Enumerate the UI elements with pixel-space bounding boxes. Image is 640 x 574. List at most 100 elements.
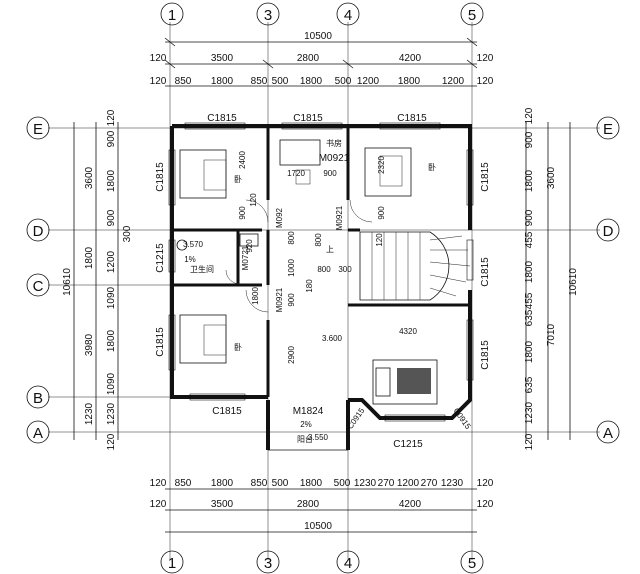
left-total-dim: 10610 [62, 268, 73, 296]
room-name-bathroom: 卫生间 [190, 264, 214, 274]
top-dim-4: 4200 [399, 53, 422, 64]
svg-text:A: A [33, 425, 43, 442]
window-label-2: C1815 [293, 113, 323, 124]
left-dim-1: 120 [106, 109, 117, 126]
top-sub-dim-11: 120 [477, 76, 494, 87]
svg-text:A: A [603, 425, 613, 442]
level-mark-balcony: 3.550 [308, 433, 329, 442]
room-dim-5: 900 [238, 206, 247, 220]
axis-bubble-right-D: D [596, 218, 620, 242]
left-dim-9: 1090 [106, 372, 117, 395]
top-sub-dim-1: 120 [150, 76, 167, 87]
study-desk-icon [279, 139, 321, 185]
axis-bubble-left-E: E [26, 116, 50, 140]
room-dim-4: 2320 [377, 156, 386, 174]
bottom-sub-dim-6: 1800 [300, 478, 323, 489]
bed-3-icon [179, 314, 227, 364]
top-dimension-lines [164, 37, 478, 87]
svg-text:D: D [33, 223, 44, 240]
top-sub-dim-7: 500 [335, 76, 352, 87]
bed-1-icon [179, 149, 227, 199]
door-swings [225, 199, 373, 313]
top-sub-dim-5: 500 [272, 76, 289, 87]
axis-bubble-right-A: A [596, 420, 620, 444]
window-label-4: C1815 [155, 162, 166, 192]
bottom-sub-dim-2: 850 [175, 478, 192, 489]
svg-text:E: E [603, 121, 613, 138]
svg-text:3: 3 [264, 555, 272, 572]
right-dim-7: 455 [524, 292, 535, 309]
bottom-sub-dim-3: 1800 [211, 478, 234, 489]
toilet-icon [176, 233, 259, 251]
level-mark-living: 3.600 [322, 334, 343, 343]
window-label-11: C1215 [393, 439, 423, 450]
left-dim-3: 1800 [106, 169, 117, 192]
room-dim-6: 900 [377, 206, 386, 220]
room-dim-15: 900 [287, 293, 296, 307]
left-dim-12: 120 [106, 433, 117, 450]
svg-text:1: 1 [168, 7, 176, 24]
bottom-sub-dim-9: 270 [378, 478, 395, 489]
window-label-1: C1815 [207, 113, 237, 124]
left-dim-11: 1230 [106, 402, 117, 425]
axis-bubble-left-C: C [26, 273, 50, 297]
svg-text:4: 4 [344, 7, 352, 24]
left-dim-extra: 300 [122, 225, 133, 242]
bottom-total-dim: 10500 [304, 521, 332, 532]
top-sub-dim-4: 850 [251, 76, 268, 87]
svg-text:D: D [603, 223, 614, 240]
top-total-dim: 10500 [304, 31, 332, 42]
room-dim-8: 800 [287, 231, 296, 245]
top-dim-1: 120 [150, 53, 167, 64]
left-dim-8: 1800 [106, 329, 117, 352]
interior-walls [172, 126, 470, 397]
left-dim-2: 900 [106, 130, 117, 147]
room-dim-18: 1800 [251, 287, 260, 305]
axis-bubble-left-B: B [26, 385, 50, 409]
axis-bubble-top-4: 4 [336, 2, 360, 26]
bottom-dim-1: 120 [150, 499, 167, 510]
bottom-sub-dim-11: 270 [421, 478, 438, 489]
room-name-bedroom-2: 卧 [428, 163, 436, 172]
axis-bubble-bottom-1: 1 [160, 550, 184, 574]
room-dim-14: 800 [314, 233, 323, 247]
right-dim-11: 1230 [524, 401, 535, 424]
left-dim-6: 1200 [106, 250, 117, 273]
left-outer-dim-2: 3980 [84, 333, 95, 356]
door-label-4: M0721 [241, 245, 250, 270]
door-label-5: M0921 [275, 287, 284, 312]
top-dim-3: 2800 [297, 53, 320, 64]
room-name-study: 书房 [326, 138, 342, 148]
left-dimension-lines [73, 122, 119, 440]
axis-bubble-bottom-4: 4 [336, 550, 360, 574]
axis-grid [48, 22, 600, 560]
door-label-study: M0921 [319, 153, 350, 164]
slope-mark: 2% [300, 420, 312, 429]
left-dim-5: 1800 [84, 246, 95, 269]
axis-bubble-top-1: 1 [160, 2, 184, 26]
axis-bubble-bottom-5: 5 [460, 550, 484, 574]
stair-up-mark: 上 [326, 245, 334, 254]
room-dim-2: 1720 [287, 169, 305, 178]
bed-2-icon [364, 147, 412, 197]
right-dim-12: 120 [524, 433, 535, 450]
exterior-walls [170, 124, 472, 451]
room-dim-3: 900 [323, 169, 337, 178]
top-sub-dim-6: 1800 [300, 76, 323, 87]
right-dim-3: 1800 [524, 169, 535, 192]
right-dim-9: 1800 [524, 340, 535, 363]
svg-text:4: 4 [344, 555, 352, 572]
room-name-bedroom-3: 卧 [234, 343, 242, 352]
bottom-sub-dim-5: 500 [272, 478, 289, 489]
right-total-dim: 10610 [568, 268, 579, 296]
bottom-sub-dim-12: 1230 [441, 478, 464, 489]
bathroom-slope-mark: 1% [184, 255, 196, 264]
bottom-dim-3: 2800 [297, 499, 320, 510]
bottom-sub-dim-1: 120 [150, 478, 167, 489]
room-dim-16: 2900 [287, 346, 296, 364]
right-dim-6: 1800 [524, 260, 535, 283]
svg-text:B: B [33, 390, 43, 407]
bottom-dim-4: 4200 [399, 499, 422, 510]
bottom-sub-dim-10: 1200 [397, 478, 420, 489]
room-name-balcony: 阳台 [297, 434, 313, 444]
